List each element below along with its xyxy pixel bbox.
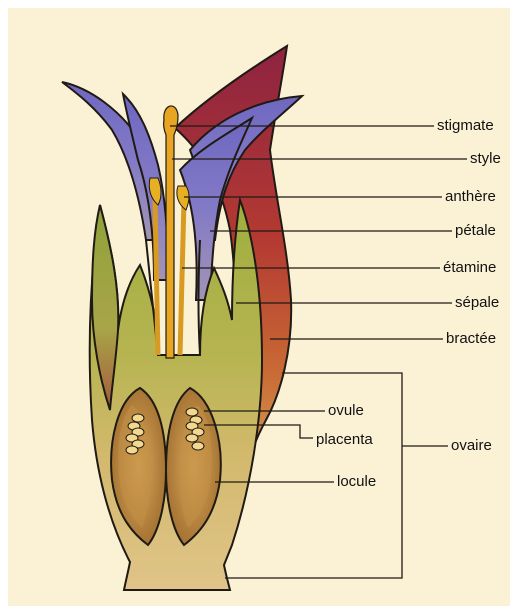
label-ovaire: ovaire	[451, 437, 492, 455]
label-locule: locule	[337, 473, 376, 491]
label-petale: pétale	[455, 222, 496, 240]
filament-left	[155, 200, 158, 355]
label-sepale: sépale	[455, 294, 499, 312]
label-style: style	[470, 150, 501, 168]
label-etamine: étamine	[443, 259, 496, 277]
label-anthere: anthère	[445, 188, 496, 206]
label-ovule: ovule	[328, 402, 364, 420]
label-placenta: placenta	[316, 431, 373, 449]
label-bractee: bractée	[446, 330, 496, 348]
label-stigmate: stigmate	[437, 117, 494, 135]
